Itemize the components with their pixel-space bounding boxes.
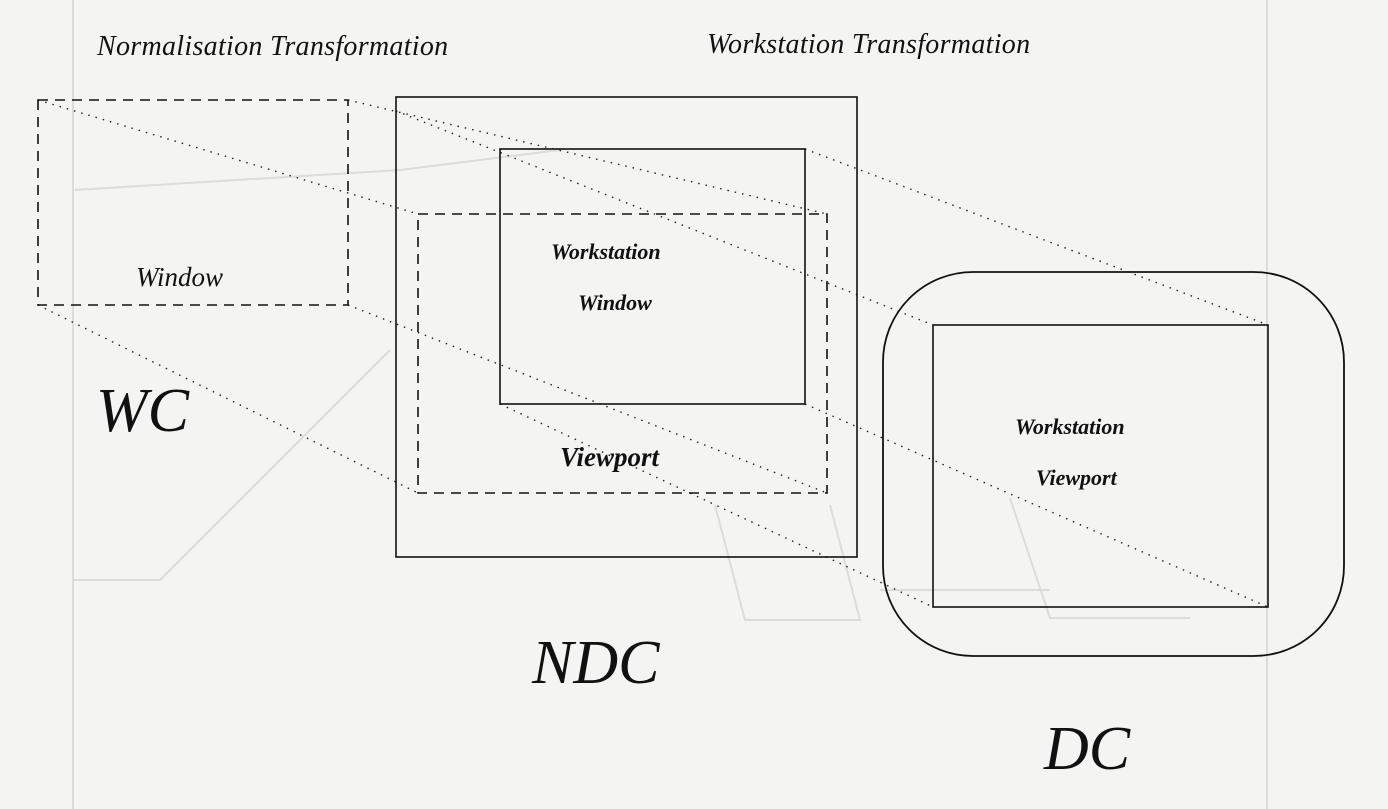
ndc-space-label: NDC [532,629,660,697]
workstation-window-label-line1: Workstation [551,239,661,264]
workstation-transformation-heading: Workstation Transformation [707,29,1031,60]
workstation-viewport-label-line1: Workstation [1015,414,1125,439]
viewport-label: Viewport [560,442,660,472]
wc-space-label: WC [96,377,189,445]
window-label: Window [136,262,224,292]
workstation-viewport-rect [932,324,1269,608]
normalisation-projection-lines [37,99,828,494]
workstation-window-rect [499,148,806,405]
dc-space-label: DC [1044,715,1131,783]
wc-window-rect [37,99,349,306]
workstation-projection-lines [395,110,1269,608]
paper-artifacts [72,0,1268,809]
workstation-viewport-label-line2: Viewport [1036,465,1117,490]
normalisation-transformation-heading: Normalisation Transformation [97,31,449,62]
workstation-window-label-line2: Window [578,290,652,315]
ndc-viewport-rect [417,213,828,494]
dc-space-rounded-rect [882,271,1345,657]
ndc-space-rect [395,96,858,558]
